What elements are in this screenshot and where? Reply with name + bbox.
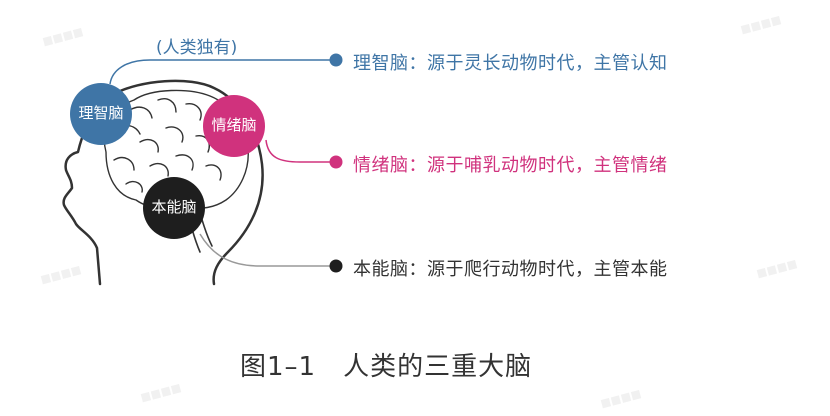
rational-brain-label: 理智脑 [78,104,124,122]
figure-caption: 图1–1 人类的三重大脑 [240,352,533,382]
connector-emotional [265,139,334,163]
emotional-brain-node [203,95,265,157]
brain-illustration [103,89,249,253]
legend-dot-instinctive [329,259,343,273]
instinctive-brain-node [143,177,205,239]
rational-brain-description: 理智脑：源于灵长动物时代，主管认知 [353,53,668,74]
emotional-brain-description: 情绪脑：源于哺乳动物时代，主管情绪 [353,155,668,176]
instinctive-brain-description: 本能脑：源于爬行动物时代，主管本能 [353,259,668,280]
legend-dot-emotional [329,155,343,169]
emotional-brain-label: 情绪脑 [211,116,257,134]
legend-dot-rational [329,53,343,67]
connector-instinctive [199,233,334,267]
human-only-annotation: (人类独有) [156,38,238,58]
connector-rational [109,59,334,85]
rational-brain-node [70,83,132,145]
instinctive-brain-label: 本能脑 [151,198,197,216]
